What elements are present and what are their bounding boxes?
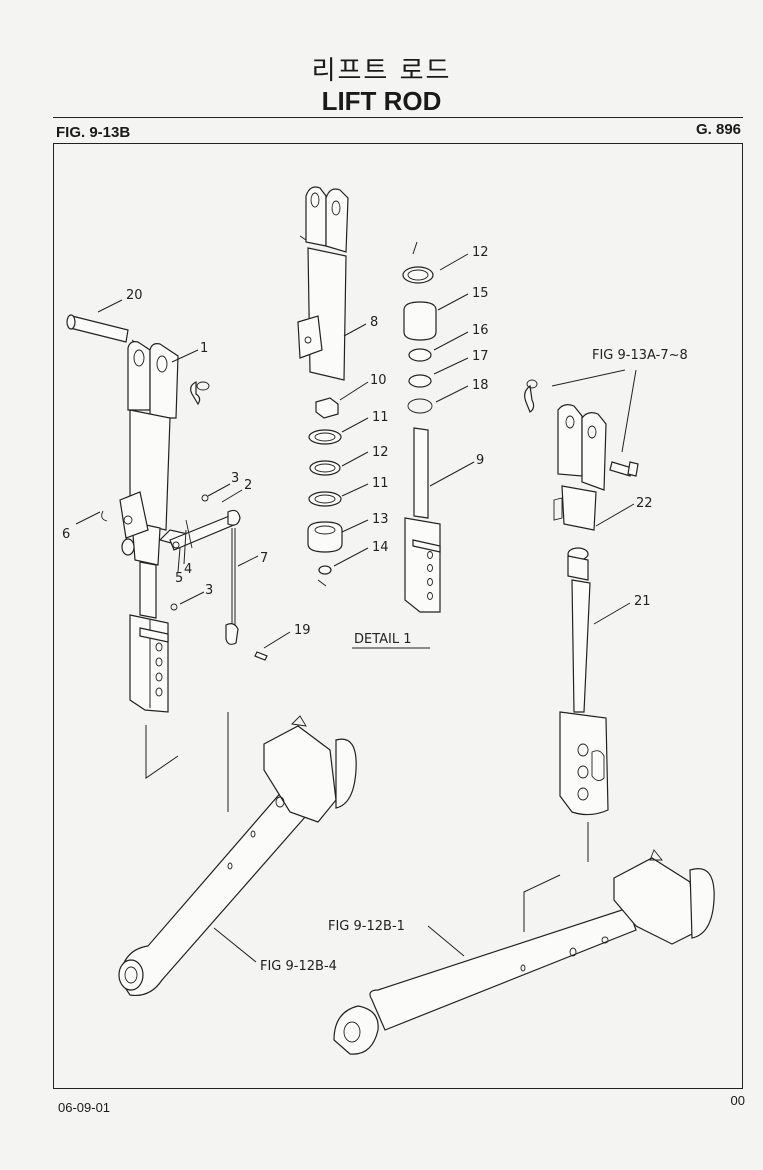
callout-17: 17: [472, 349, 489, 364]
callout-11-lower: 11: [372, 476, 389, 491]
callout-10: 10: [370, 373, 387, 388]
ref-fig-9-13a: FIG 9-13A-7~8: [592, 348, 688, 363]
callout-7: 7: [260, 551, 268, 566]
figure-number: FIG. 9-13B: [56, 124, 131, 141]
callout-15: 15: [472, 286, 489, 301]
callout-22: 22: [636, 496, 653, 511]
callout-20: 20: [126, 288, 143, 303]
page-title-korean: 리프트 로드: [311, 56, 452, 86]
callout-13: 13: [372, 512, 389, 527]
header-rule: [53, 117, 743, 118]
ref-fig-9-12b-1: FIG 9-12B-1: [328, 919, 405, 934]
lower-rod: [129, 561, 169, 713]
pin-20: [66, 314, 139, 346]
group-number: G. 896: [695, 121, 741, 138]
piston-rod-9: [402, 241, 441, 613]
callout-18: 18: [472, 378, 489, 393]
callout-16: 16: [472, 323, 489, 338]
lower-link-left: [118, 712, 357, 997]
callout-4: 4: [184, 562, 192, 577]
callout-14: 14: [372, 540, 389, 555]
callout-8: 8: [370, 315, 378, 330]
lever-2-link-7: [101, 494, 268, 661]
upper-tube: [119, 409, 189, 566]
revision-date: 06-09-01: [58, 1100, 111, 1115]
leader-lines: [75, 253, 637, 963]
callout-6: 6: [62, 527, 70, 542]
callout-12-top: 12: [472, 245, 489, 260]
callout-1: 1: [200, 341, 208, 356]
callout-2: 2: [244, 478, 252, 493]
upper-tube-8: [297, 186, 349, 381]
callout-3-lower: 3: [205, 583, 213, 598]
callout-21: 21: [634, 594, 651, 609]
page-title-english: LIFT ROD: [321, 86, 442, 116]
clevis-right: [524, 379, 639, 531]
detail-label: DETAIL 1: [354, 632, 412, 647]
diagram-frame: [53, 143, 743, 1089]
detail-stack: [307, 397, 343, 587]
rod-21: [559, 547, 609, 816]
callout-19: 19: [294, 623, 311, 638]
callout-3-upper: 3: [231, 471, 239, 486]
callout-5: 5: [175, 571, 183, 586]
lower-link-right: [333, 822, 715, 1055]
page-number: 00: [730, 1093, 745, 1108]
callout-9: 9: [476, 453, 484, 468]
ref-fig-9-12b-4: FIG 9-12B-4: [260, 959, 337, 974]
clevis-head-1: [127, 341, 210, 419]
callout-12-detail: 12: [372, 445, 389, 460]
callout-11-upper: 11: [372, 410, 389, 425]
